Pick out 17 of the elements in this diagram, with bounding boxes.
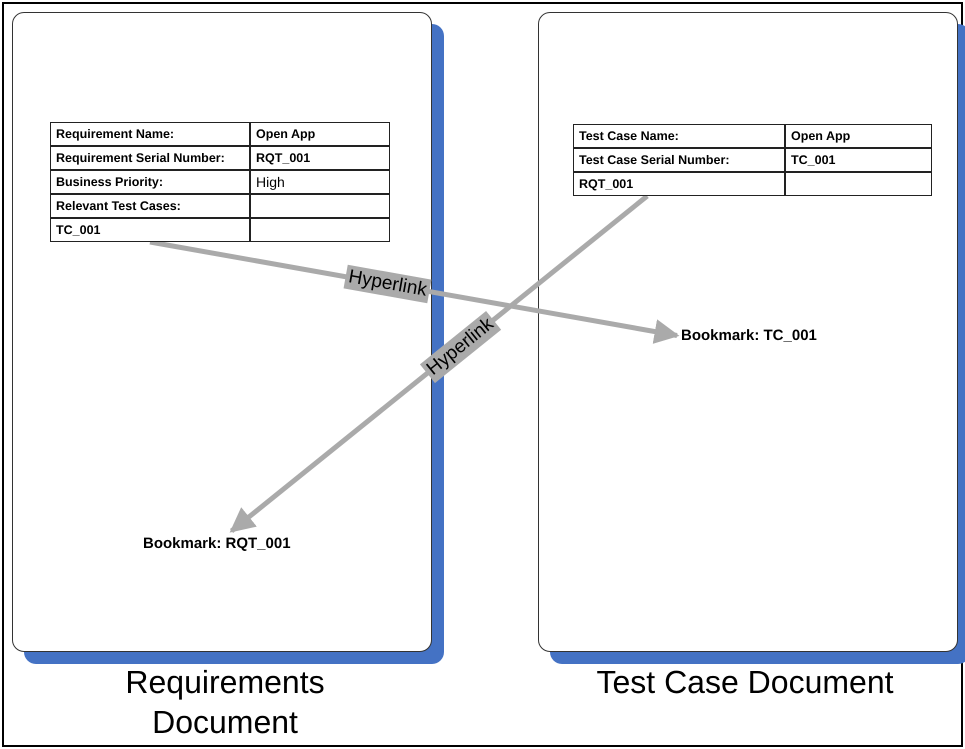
table-cell: High	[250, 170, 390, 194]
table-cell: Business Priority:	[50, 170, 250, 194]
table-cell: RQT_001	[573, 172, 785, 196]
table-cell: Test Case Name:	[573, 124, 785, 148]
table-cell: TC_001	[50, 218, 250, 242]
bookmark-text: Bookmark: TC_001	[681, 327, 817, 344]
table-cell: TC_001	[785, 148, 932, 172]
table-cell: Requirement Serial Number:	[50, 146, 250, 170]
document-title: Requirements Document	[124, 663, 326, 742]
table-cell: RQT_001	[250, 146, 390, 170]
document-title: Test Case Document	[595, 663, 894, 702]
table-cell: Open App	[250, 122, 390, 146]
table-cell: Test Case Serial Number:	[573, 148, 785, 172]
table-cell: Relevant Test Cases:	[50, 194, 250, 218]
table-cell: Requirement Name:	[50, 122, 250, 146]
table-cell: Open App	[785, 124, 932, 148]
bookmark-text: Bookmark: RQT_001	[143, 535, 291, 552]
